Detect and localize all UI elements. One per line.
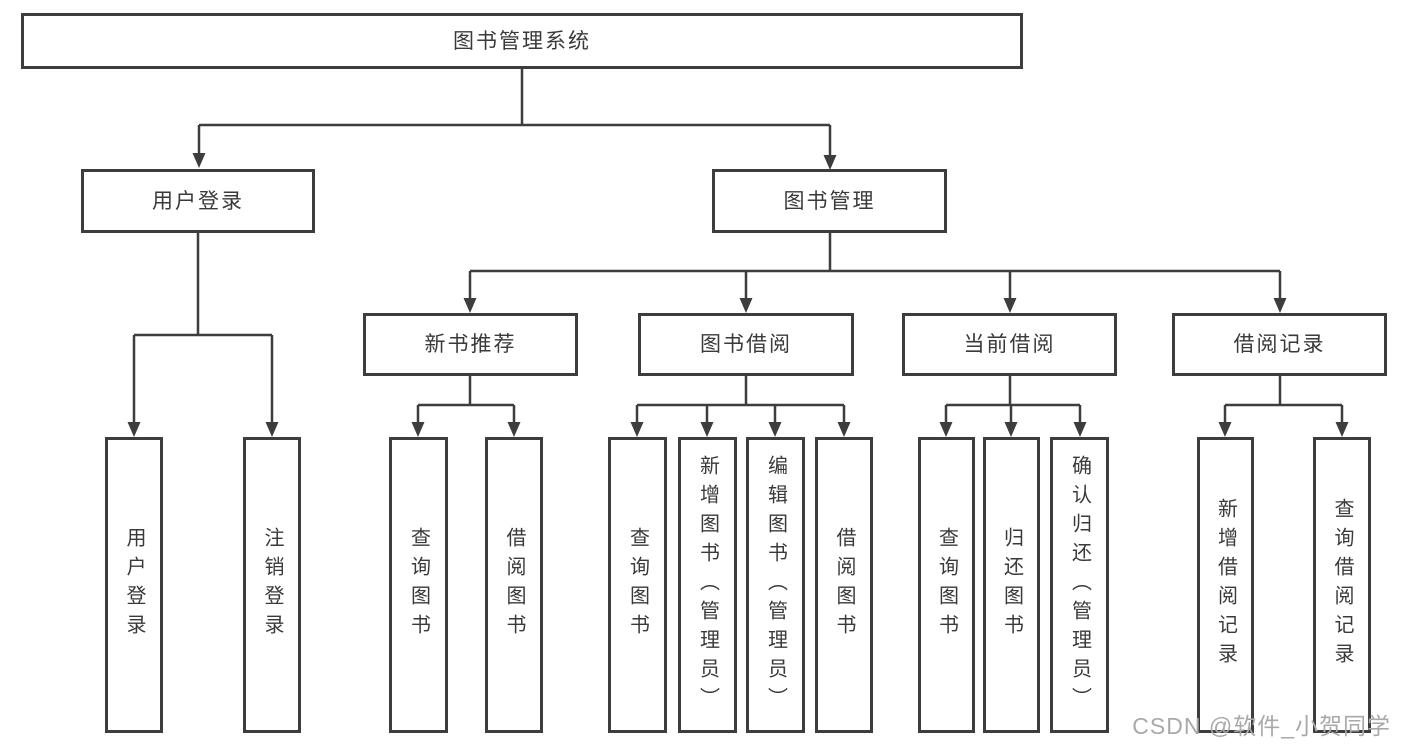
node-label: 借阅图书	[503, 527, 525, 643]
node-label: 新增图书（管理员）	[696, 454, 719, 716]
node-label: 新增借阅记录	[1214, 498, 1237, 672]
leaf-confirm-return-admin: 确认归还（管理员）	[1050, 437, 1109, 733]
node-label: 借阅图书	[833, 527, 855, 643]
leaf-return-book: 归还图书	[983, 437, 1040, 733]
node-label: 新书推荐	[424, 333, 517, 356]
node-label: 查询图书	[935, 527, 958, 643]
leaf-add-book-admin: 新增图书（管理员）	[678, 437, 737, 733]
node-borrow-records: 借阅记录	[1172, 313, 1387, 376]
leaf-borrow-books-recommend: 借阅图书	[485, 437, 543, 733]
leaf-add-borrow-record: 新增借阅记录	[1197, 437, 1254, 733]
node-label: 注销登录	[261, 527, 283, 643]
node-label: 图书管理	[783, 189, 876, 213]
node-label: 查询借阅记录	[1331, 498, 1353, 672]
leaf-query-books-recommend: 查询图书	[389, 437, 448, 733]
leaf-edit-book-admin: 编辑图书（管理员）	[746, 437, 805, 733]
node-label: 确认归还（管理员）	[1068, 454, 1091, 716]
node-new-book-recommend: 新书推荐	[363, 313, 578, 376]
node-label: 图书借阅	[700, 333, 792, 356]
leaf-borrow-books: 借阅图书	[815, 437, 873, 733]
node-user-login: 用户登录	[81, 169, 315, 233]
node-label: 归还图书	[1000, 527, 1023, 643]
node-label: 编辑图书（管理员）	[764, 454, 787, 716]
node-label: 用户登录	[123, 527, 145, 643]
node-book-borrow: 图书借阅	[638, 313, 854, 376]
node-label: 查询图书	[626, 527, 649, 643]
connector-lines	[132, 69, 1344, 426]
leaf-query-books-borrow: 查询图书	[608, 437, 667, 733]
node-label: 借阅记录	[1233, 333, 1326, 356]
node-label: 当前借阅	[963, 333, 1056, 356]
node-book-management: 图书管理	[712, 169, 947, 233]
node-label: 查询图书	[407, 527, 430, 643]
leaf-user-login: 用户登录	[105, 437, 163, 733]
csdn-watermark: CSDN @软件_小贺同学	[1132, 713, 1391, 739]
node-root: 图书管理系统	[21, 13, 1023, 69]
leaf-logout: 注销登录	[243, 437, 301, 733]
node-label: 图书管理系统	[453, 29, 591, 53]
node-label: 用户登录	[152, 189, 244, 213]
leaf-query-borrow-record: 查询借阅记录	[1313, 437, 1371, 733]
node-current-borrow: 当前借阅	[902, 313, 1117, 376]
leaf-query-books-current: 查询图书	[918, 437, 975, 733]
